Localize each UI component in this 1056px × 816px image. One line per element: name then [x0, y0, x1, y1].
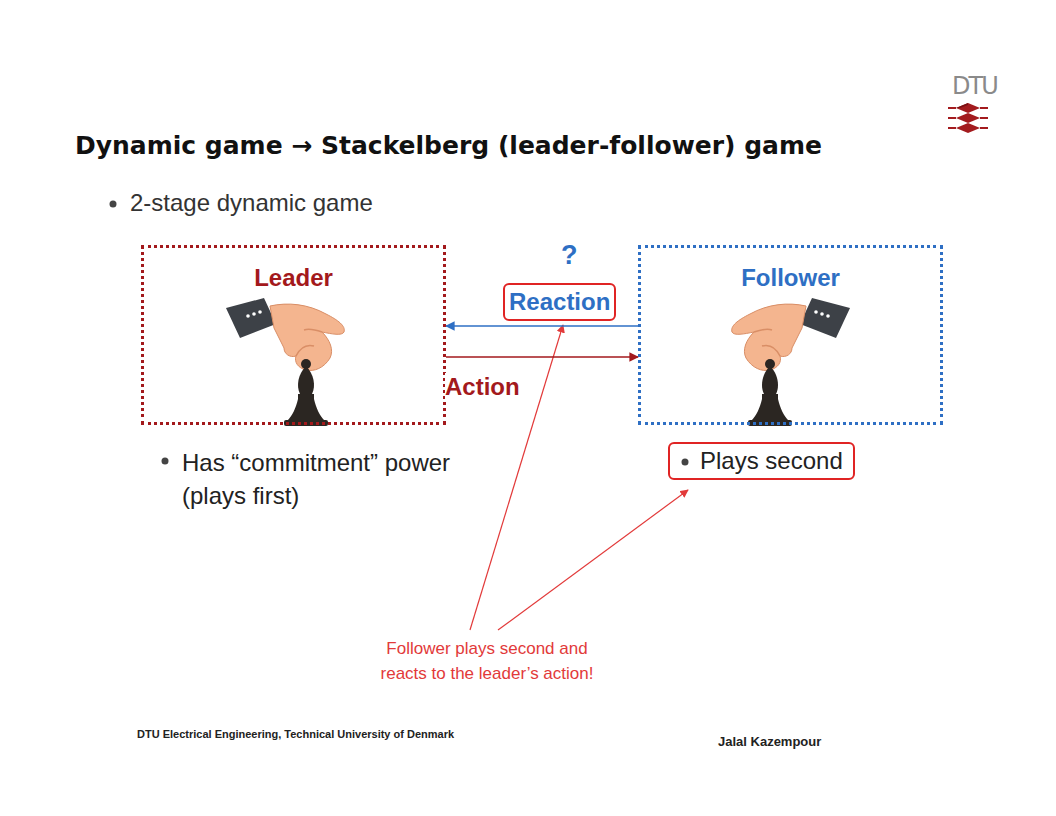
footer-author: Jalal Kazempour: [718, 734, 821, 749]
callout-note: Follower plays second and reacts to the …: [367, 636, 607, 686]
question-mark: ?: [561, 240, 578, 271]
bullet-dot: [110, 201, 117, 208]
box-text: Plays second: [700, 447, 843, 475]
bullet-text: 2-stage dynamic game: [130, 189, 373, 217]
slide-title: Dynamic game → Stackelberg (leader-follo…: [75, 131, 822, 160]
leader-hand: [226, 298, 344, 426]
highlight-box: Plays second: [668, 442, 855, 480]
callout-line: [470, 325, 563, 630]
box-title: Follower: [641, 264, 940, 292]
dtu-logo-text: DTU: [952, 72, 997, 100]
edge-label-boxed: Reaction: [503, 283, 616, 321]
arrow-connector: [446, 356, 638, 358]
bullet-dot: [162, 458, 169, 465]
follower-hand: [732, 298, 850, 426]
footer-text: DTU Electrical Engineering, Technical Un…: [137, 728, 454, 740]
follower-box: Follower: [638, 245, 943, 425]
leader-box: Leader: [141, 245, 446, 425]
bullet-text: Has “commitment” power (plays first): [182, 446, 467, 512]
box-title: Leader: [144, 264, 443, 292]
bullet-dot: [682, 459, 689, 466]
dtu-logo-mark: [948, 103, 988, 133]
callout-line: [498, 490, 688, 630]
arrow-connector: [446, 325, 638, 327]
edge-label: Action: [445, 373, 520, 401]
